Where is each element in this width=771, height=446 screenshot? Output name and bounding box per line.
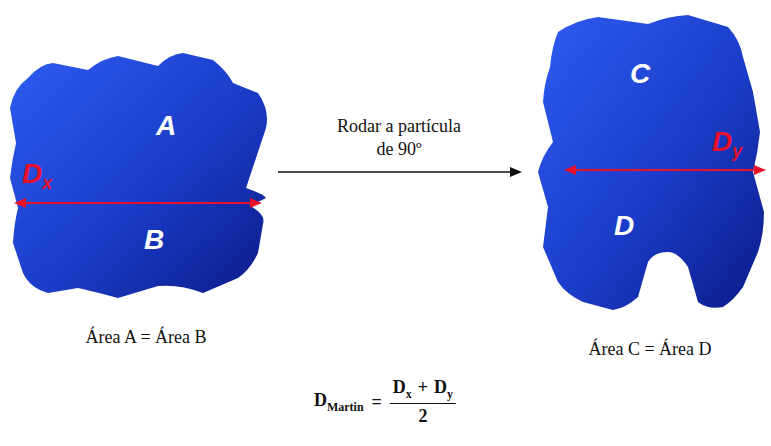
- area-letter: D: [614, 212, 634, 240]
- formula-symbol: D: [314, 390, 327, 410]
- dimension-label: Dx: [22, 160, 52, 192]
- area-equality: Área A = Área B: [85, 328, 206, 346]
- dimension-label: Dy: [712, 128, 742, 160]
- diameter-line: [16, 202, 260, 204]
- edge-label: Rodar a partícula de 90º: [333, 115, 465, 162]
- formula-subscript: x: [406, 387, 412, 401]
- formula-subscript: y: [447, 387, 453, 401]
- dimension-subscript: x: [42, 173, 52, 193]
- formula-symbol: D: [393, 377, 406, 397]
- dimension-subscript: y: [732, 141, 742, 161]
- area-letter: C: [630, 60, 650, 88]
- area-letter: B: [144, 226, 164, 254]
- particle-body: [538, 15, 764, 310]
- formula-subscript: Martin: [327, 400, 364, 414]
- formula-plus: +: [418, 377, 428, 397]
- formula-symbol: D: [434, 377, 447, 397]
- dimension-symbol: D: [22, 158, 42, 189]
- formula-fraction: Dx + Dy 2: [390, 378, 456, 425]
- formula-denominator: 2: [418, 404, 427, 425]
- formula-equals: =: [372, 393, 382, 411]
- particle-shape: CD: [528, 12, 768, 314]
- area-equality: Área C = Área D: [588, 340, 711, 358]
- formula-lhs: DMartin: [314, 391, 364, 413]
- area-letter: A: [156, 112, 176, 140]
- particle-outline: [528, 12, 768, 314]
- particle-body: [10, 53, 267, 298]
- diameter-line: [566, 169, 764, 171]
- dimension-symbol: D: [712, 126, 732, 157]
- formula-numerator: Dx + Dy: [390, 378, 456, 404]
- rotation-arrow: [278, 171, 520, 173]
- martin-formula: DMartin=Dx+Dy2: [314, 378, 456, 425]
